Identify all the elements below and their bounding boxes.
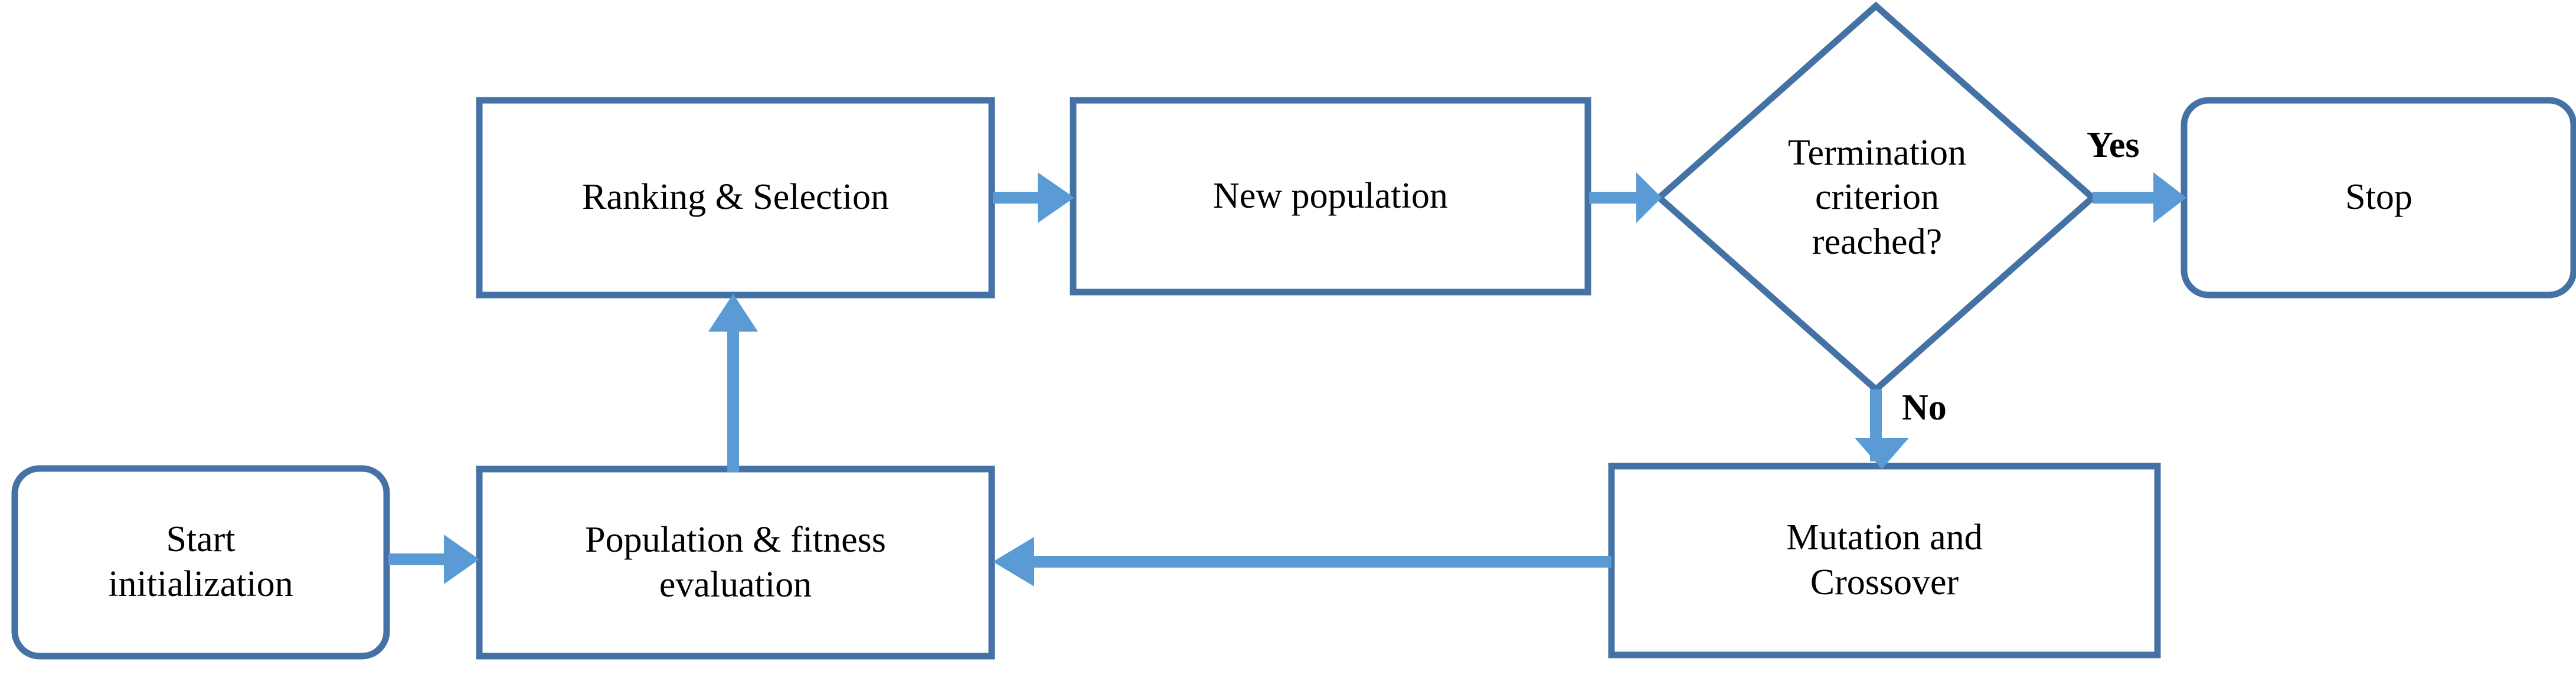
edge-population-to-ranking xyxy=(708,294,758,472)
node-mutation-shape[interactable] xyxy=(1608,463,2161,658)
node-ranking-shape[interactable] xyxy=(476,97,995,299)
edge-mutation-to-population xyxy=(993,537,1611,586)
edge-termination-to-mutation xyxy=(1855,389,1909,469)
edge-termination-to-stop xyxy=(2093,172,2186,223)
edge-newpop-to-termination xyxy=(1589,172,1662,223)
edge-label-yes: Yes xyxy=(2087,125,2140,165)
edge-start-to-population xyxy=(388,535,479,584)
node-stop-shape[interactable] xyxy=(2181,97,2576,299)
node-population-shape[interactable] xyxy=(476,466,995,660)
edge-ranking-to-newpop xyxy=(993,172,1074,223)
edge-label-no: No xyxy=(1902,388,1947,428)
node-start-shape[interactable] xyxy=(11,465,390,660)
node-termination-shape[interactable] xyxy=(1654,1,2098,394)
node-newpop-shape[interactable] xyxy=(1070,97,1591,296)
